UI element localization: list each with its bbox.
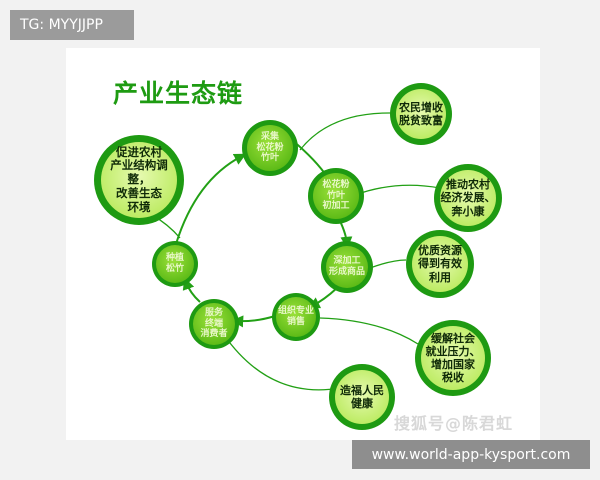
outcome-node-o5-label: 缓解社会 就业压力、 增加国家 税收 <box>425 331 481 385</box>
cycle-node-c4 <box>321 241 373 293</box>
cycle-node-c3 <box>308 168 364 224</box>
outcome-node-o4 <box>406 230 474 298</box>
arrow-c5-c6 <box>231 315 276 328</box>
arrow-c1-c2 <box>175 153 247 245</box>
outcome-node-o3 <box>434 164 502 232</box>
cycle-node-c1-label: 种植 松竹 <box>165 253 184 274</box>
connector-c4-o4 <box>369 259 407 269</box>
outcome-node-o3-label: 推动农村 经济发展、 奔小康 <box>440 178 496 218</box>
cycle-node-c5-label: 组织专业 销售 <box>277 306 314 327</box>
diagram-title: 产业生态链 <box>113 79 244 108</box>
outcome-node-o1-label: 促进农村 产业结构调整， 改善生态 环境 <box>110 144 168 214</box>
outcome-node-o6-label: 造福人民 健康 <box>340 383 384 410</box>
arrow-c6-c1 <box>182 277 201 303</box>
cycle-node-c2-label: 采集 松花粉 竹叶 <box>256 131 284 164</box>
cycle-node-c6 <box>189 299 239 349</box>
cycle-node-c6-label: 服务 终端 消费者 <box>200 307 228 340</box>
connector-c5-o5 <box>319 317 419 345</box>
source-watermark: 搜狐号@陈君虹 <box>394 414 514 433</box>
cycle-node-c1 <box>152 241 198 287</box>
url-banner: www.world-app-kysport.com <box>352 440 590 469</box>
outcome-node-o4-label: 优质资源 得到有效 利用 <box>418 244 462 284</box>
channel-tag: TG: MYYJJPP <box>10 10 134 40</box>
cycle-node-c3-label: 松花粉 竹叶 初加工 <box>322 179 350 212</box>
outcome-node-o5 <box>415 320 491 396</box>
connector-c3-o3 <box>354 184 441 196</box>
connector-c6-o6 <box>223 334 341 391</box>
cycle-node-c2 <box>242 120 298 176</box>
outcome-node-o2 <box>390 83 452 145</box>
outcome-node-o6 <box>329 364 395 430</box>
connector-c2-o2 <box>299 112 393 151</box>
cycle-node-c5 <box>272 293 320 341</box>
outcome-node-o1 <box>94 135 184 225</box>
cycle-node-c4-label: 深加工 形成商品 <box>328 256 365 277</box>
outcome-node-o2-label: 农民增收 脱贫致富 <box>399 100 443 127</box>
